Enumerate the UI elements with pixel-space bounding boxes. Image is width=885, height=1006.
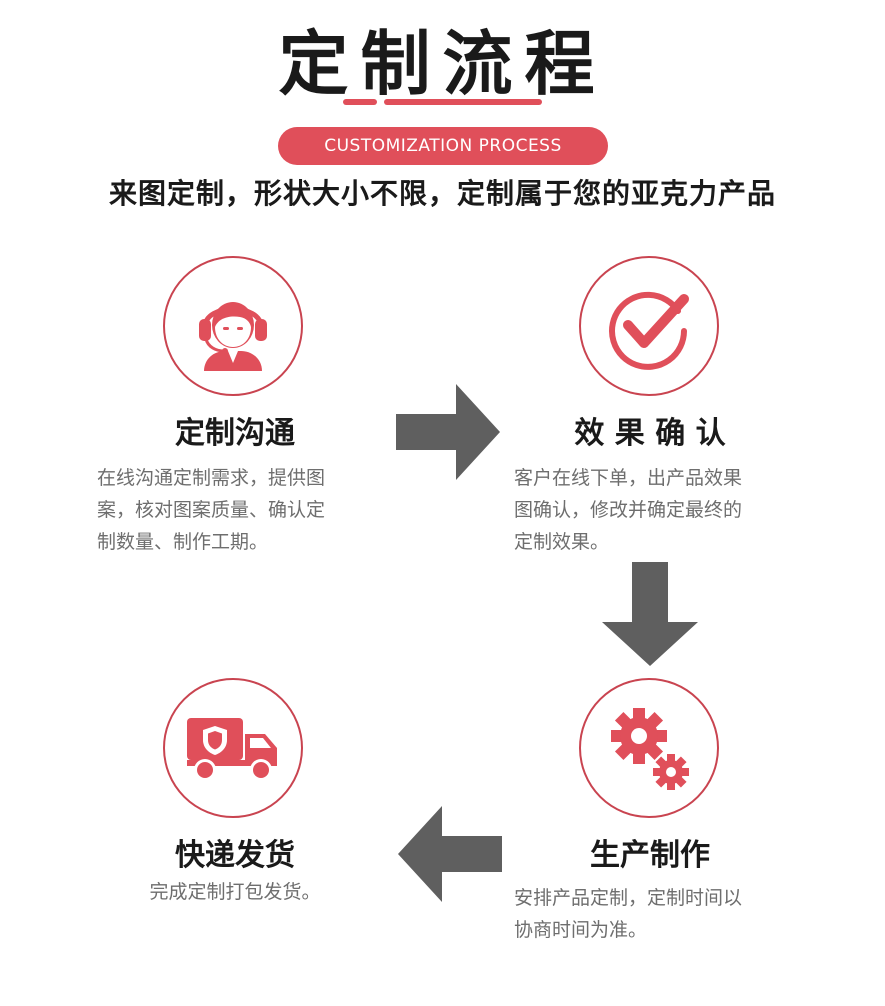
step-production-title: 生产制作 xyxy=(590,838,710,873)
desc-line: 完成定制打包发货。 xyxy=(149,881,321,903)
title-underline-long xyxy=(384,99,542,105)
gears-icon xyxy=(611,708,689,790)
process-badge: CUSTOMIZATION PROCESS xyxy=(278,127,608,165)
checkmark-icon xyxy=(609,291,689,370)
step-communication-circle xyxy=(163,256,303,396)
arrow-right-icon xyxy=(396,384,502,480)
page-subtitle: 来图定制，形状大小不限，定制属于您的亚克力产品 xyxy=(108,177,776,210)
arrow-down-icon xyxy=(602,562,698,668)
desc-line: 安排产品定制，定制时间以 xyxy=(514,887,743,909)
customer-service-icon xyxy=(199,302,267,371)
step-delivery-desc: 完成定制打包发货。 xyxy=(120,876,350,908)
delivery-truck-icon xyxy=(187,718,277,781)
desc-line: 客户在线下单，出产品效果 xyxy=(514,467,743,489)
step-confirm-circle xyxy=(579,256,719,396)
step-communication-desc: 在线沟通定制需求，提供图 案，核对图案质量、确认定 制数量、制作工期。 xyxy=(97,462,397,558)
step-confirm-desc: 客户在线下单，出产品效果 图确认，修改并确定最终的 定制效果。 xyxy=(514,462,814,558)
desc-line: 图确认，修改并确定最终的 xyxy=(514,499,743,521)
page-title: 定制流程 xyxy=(278,23,607,105)
arrow-left-icon xyxy=(396,806,502,902)
desc-line: 制数量、制作工期。 xyxy=(97,531,269,553)
desc-line: 定制效果。 xyxy=(514,531,610,553)
desc-line: 在线沟通定制需求，提供图 xyxy=(97,467,326,489)
step-delivery-title: 快递发货 xyxy=(175,838,295,873)
desc-line: 协商时间为准。 xyxy=(514,919,648,941)
step-communication-title: 定制沟通 xyxy=(175,416,295,451)
step-delivery-circle xyxy=(163,678,303,818)
step-production-circle xyxy=(579,678,719,818)
title-underline-short xyxy=(343,99,377,105)
step-confirm-title: 效 果 确 认 xyxy=(574,416,726,451)
step-production-desc: 安排产品定制，定制时间以 协商时间为准。 xyxy=(514,882,814,946)
desc-line: 案，核对图案质量、确认定 xyxy=(97,499,326,521)
